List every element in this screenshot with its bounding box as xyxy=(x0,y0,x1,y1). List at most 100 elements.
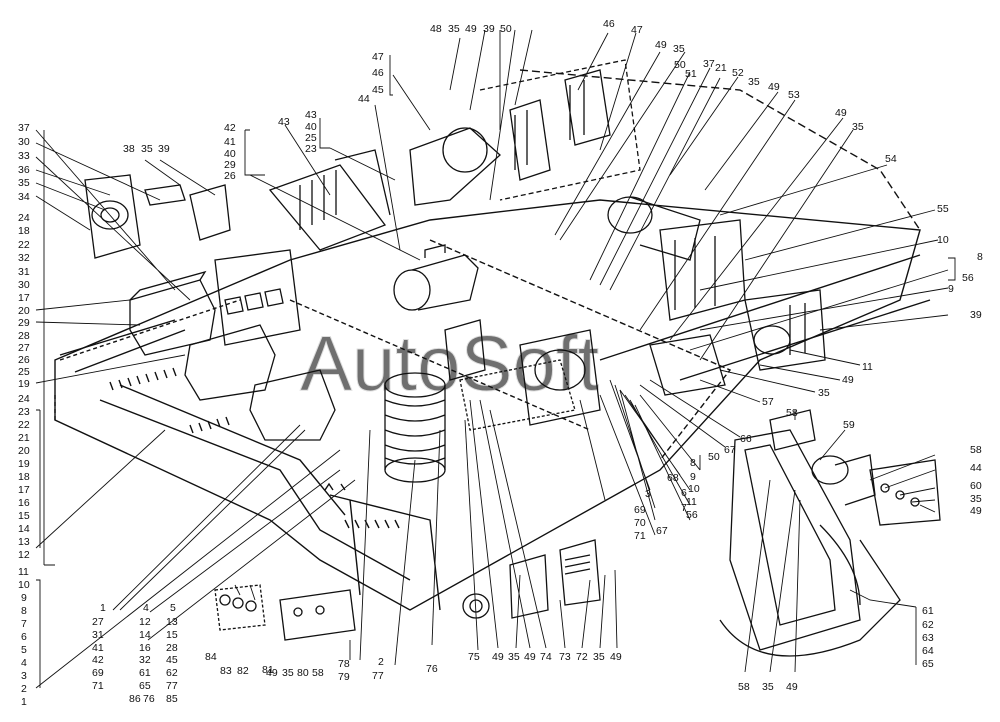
label: 32 xyxy=(18,252,30,264)
label: 2 xyxy=(21,683,27,695)
label: 16 xyxy=(18,497,30,509)
label: 72 xyxy=(576,651,588,663)
label: 45 xyxy=(166,654,178,666)
label: 32 xyxy=(139,654,151,666)
label: 42 xyxy=(224,122,236,134)
label: 3 xyxy=(645,488,651,500)
label: 9 xyxy=(948,283,954,295)
label: 38 xyxy=(123,143,135,155)
label: 49 xyxy=(768,81,780,93)
label: 78 xyxy=(338,658,350,670)
label: 63 xyxy=(922,632,934,644)
label: 23 xyxy=(18,406,30,418)
label: 49 xyxy=(465,23,477,35)
label: 21 xyxy=(715,62,727,74)
label: 47 xyxy=(372,51,384,63)
label: 77 xyxy=(372,670,384,682)
label: 57 xyxy=(762,396,774,408)
label: 64 xyxy=(922,645,934,657)
label: 25 xyxy=(305,132,317,144)
label: 16 xyxy=(139,642,151,654)
label: 55 xyxy=(937,203,949,215)
label: 44 xyxy=(970,462,982,474)
label: 17 xyxy=(18,292,30,304)
label: 37 xyxy=(18,122,30,134)
label: 46 xyxy=(603,18,615,30)
label: 44 xyxy=(358,93,370,105)
label: 14 xyxy=(18,523,30,535)
label: 35 xyxy=(748,76,760,88)
label: 8 xyxy=(977,251,983,263)
label: 30 xyxy=(18,136,30,148)
label: 4 xyxy=(143,602,149,614)
label: 11 xyxy=(862,361,873,373)
label: 40 xyxy=(305,121,317,133)
label: 22 xyxy=(18,419,30,431)
label: 5 xyxy=(21,644,27,656)
label: 35 xyxy=(673,43,685,55)
label: 58 xyxy=(312,667,324,679)
label: 35 xyxy=(818,387,830,399)
label: 1 xyxy=(21,696,27,708)
label: 11 xyxy=(18,566,29,578)
label: 71 xyxy=(634,530,646,542)
label: 36 xyxy=(18,164,30,176)
label: 75 xyxy=(468,651,480,663)
label: 54 xyxy=(885,153,897,165)
label: 61 xyxy=(922,605,934,617)
label: 85 xyxy=(166,693,178,705)
label: 79 xyxy=(338,671,350,683)
label: 6 xyxy=(681,487,687,499)
label: 39 xyxy=(970,309,982,321)
label: 2 xyxy=(378,656,384,668)
label: 73 xyxy=(559,651,571,663)
label: 25 xyxy=(18,366,30,378)
label: 35 xyxy=(141,143,153,155)
label: 49 xyxy=(655,39,667,51)
label: 71 xyxy=(92,680,104,692)
label: 35 xyxy=(593,651,605,663)
label: 49 xyxy=(835,107,847,119)
watermark: AutoSoft xyxy=(300,319,600,407)
label: 41 xyxy=(224,136,236,148)
label: 15 xyxy=(18,510,30,522)
label: 49 xyxy=(524,651,536,663)
label: 49 xyxy=(970,505,982,517)
label: 13 xyxy=(18,536,30,548)
label: 23 xyxy=(305,143,317,155)
label: 50 xyxy=(674,59,686,71)
label: 59 xyxy=(843,419,855,431)
label: 10 xyxy=(18,579,30,591)
label: 43 xyxy=(278,116,290,128)
label: 7 xyxy=(21,618,27,630)
label: 65 xyxy=(139,680,151,692)
label: 9 xyxy=(21,592,27,604)
label: 4 xyxy=(21,657,27,669)
label: 66 xyxy=(740,433,752,445)
label: 8 xyxy=(690,457,696,469)
label: 1 xyxy=(100,602,106,614)
label: 31 xyxy=(18,266,30,278)
label: 24 xyxy=(18,212,30,224)
label: 27 xyxy=(92,616,104,628)
label: 3 xyxy=(21,670,27,682)
label: 35 xyxy=(508,651,520,663)
label: 20 xyxy=(18,445,30,457)
label: 40 xyxy=(224,148,236,160)
label: 21 xyxy=(18,432,30,444)
label: 35 xyxy=(762,681,774,693)
label: 18 xyxy=(18,225,30,237)
label: 58 xyxy=(786,407,798,419)
label: 33 xyxy=(18,150,30,162)
label: 12 xyxy=(18,549,30,561)
label: 8 xyxy=(21,605,27,617)
label: 83 xyxy=(220,665,232,677)
label: 80 xyxy=(297,667,309,679)
label: 52 xyxy=(732,67,744,79)
label: 6 xyxy=(21,631,27,643)
label: 22 xyxy=(18,239,30,251)
leader-lines xyxy=(35,29,956,689)
label: 81 xyxy=(262,664,274,676)
label: 31 xyxy=(92,629,104,641)
label: 58 xyxy=(970,444,982,456)
